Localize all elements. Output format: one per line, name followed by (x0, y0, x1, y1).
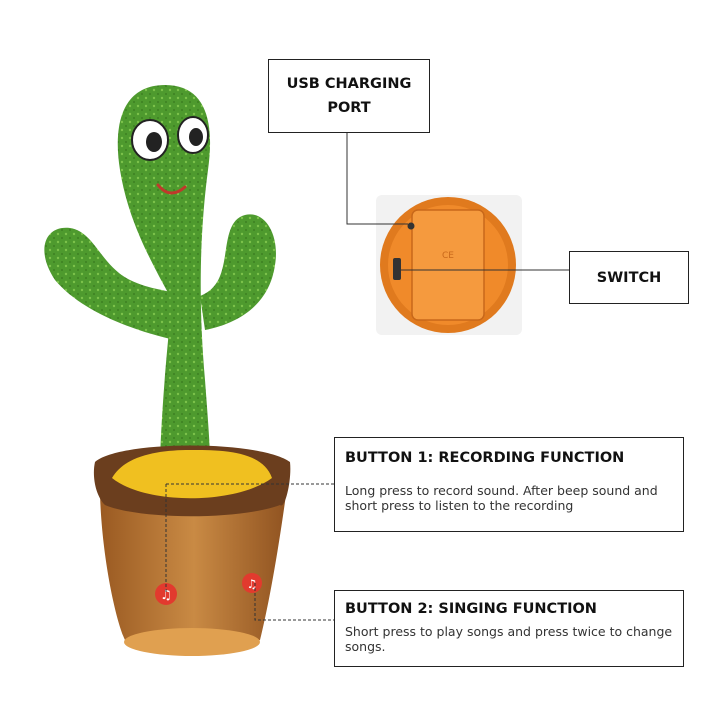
button-1-callout: BUTTON 1: RECORDING FUNCTION Long press … (334, 437, 684, 532)
switch-callout: SWITCH (569, 251, 689, 304)
button-1: ♫ (155, 583, 177, 605)
svg-text:CE: CE (442, 251, 454, 261)
button-1-description: Long press to record sound. After beep s… (345, 483, 658, 513)
cactus-toy (44, 85, 276, 460)
button-1-title: BUTTON 1: RECORDING FUNCTION (345, 450, 625, 466)
button-2-description: Short press to play songs and press twic… (345, 624, 673, 654)
smile (156, 183, 187, 195)
base-photo: CE (376, 195, 522, 335)
button-2-callout: BUTTON 2: SINGING FUNCTION Short press t… (334, 590, 684, 667)
usb-port (407, 222, 415, 230)
music-note-icon: ♫ (160, 588, 172, 603)
usb-charging-port-callout: USB CHARGING PORT (268, 59, 430, 133)
button-2-title: BUTTON 2: SINGING FUNCTION (345, 601, 597, 617)
plush-pot: ♫ ♫ (93, 445, 291, 656)
button-2: ♫ (242, 573, 262, 593)
leader-lines (165, 133, 569, 621)
switch-callout-title: SWITCH (596, 269, 662, 286)
usb-callout-title: USB CHARGING PORT (286, 76, 412, 116)
music-note-icon: ♫ (247, 577, 258, 591)
switch-slot (393, 258, 401, 280)
